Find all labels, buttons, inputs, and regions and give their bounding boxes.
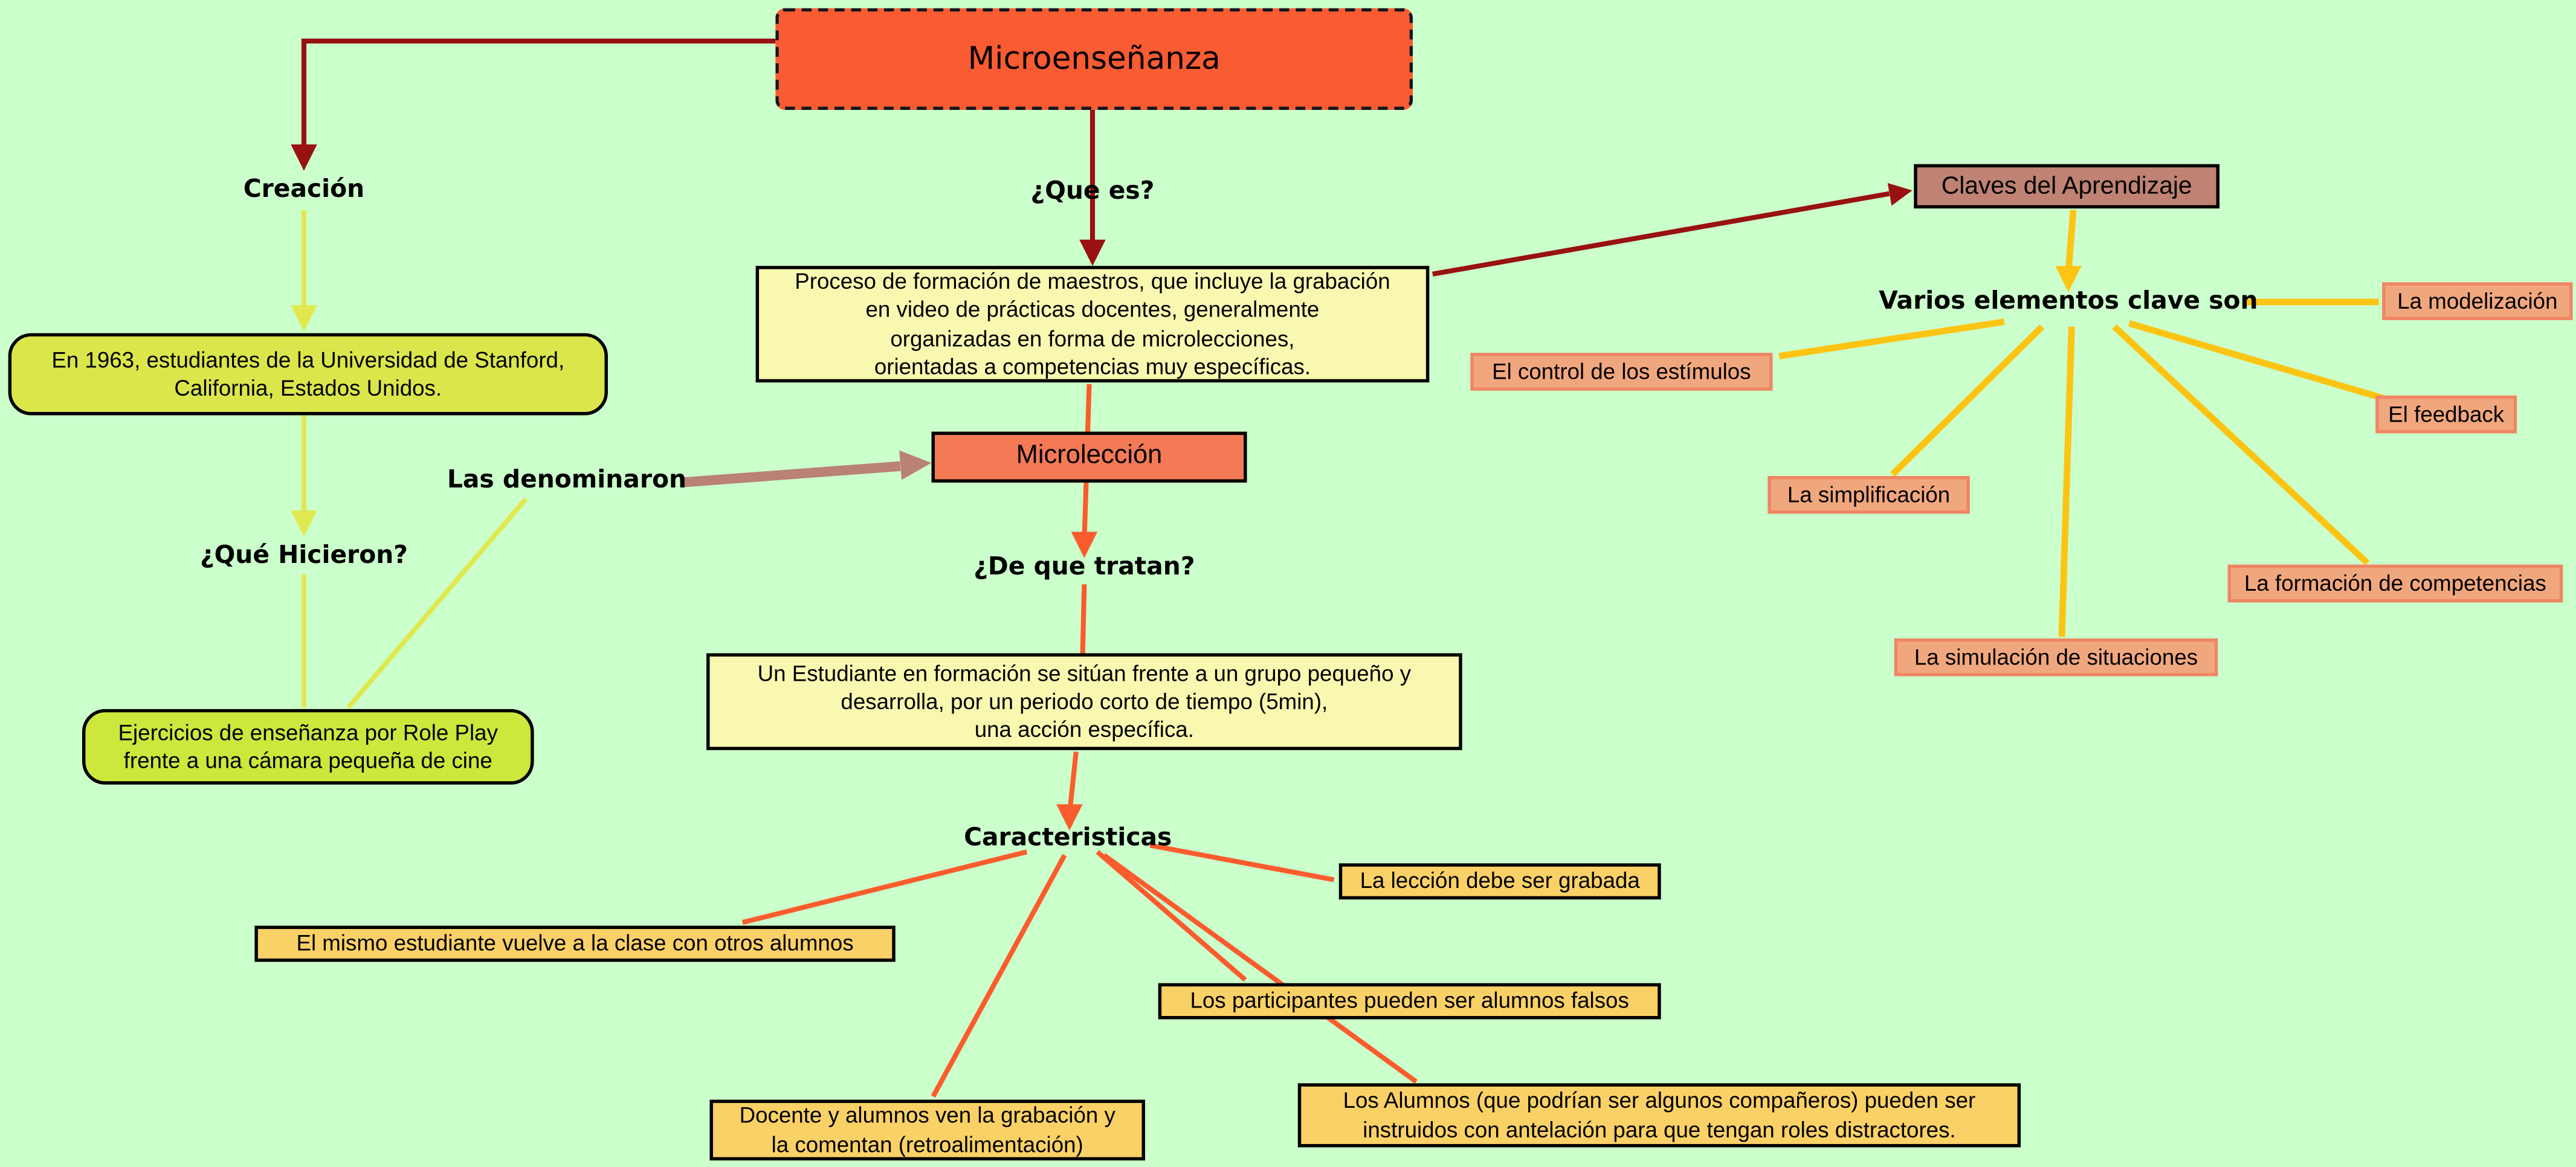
label-que-hicieron[interactable]: ¿Qué Hicieron?: [199, 539, 408, 570]
edge-title-to-creacion: [301, 38, 776, 151]
label-creacion[interactable]: Creación: [243, 174, 365, 204]
arrowhead-microleccion: [899, 450, 932, 480]
node-ejercicios-roleplay[interactable]: Ejercicios de enseñanza por Role Play fr…: [82, 709, 534, 785]
edge-varios-to-control: [1778, 318, 2005, 360]
node-proceso-definicion[interactable]: Proceso de formación de maestros, que in…: [755, 266, 1430, 383]
edge-varios-to-simulacion: [2058, 326, 2075, 637]
arrowhead-claves: [1887, 182, 1913, 206]
edge-caracteristicas-to-docente: [931, 854, 1067, 1098]
node-microensenanza-title[interactable]: Microenseñanza: [775, 8, 1413, 111]
edge-caracteristicas-to-mismo: [741, 849, 1028, 925]
label-las-denominaron[interactable]: Las denominaron: [447, 464, 687, 494]
label-caracteristicas[interactable]: Caracteristicas: [964, 822, 1172, 852]
node-claves-del-aprendizaje[interactable]: Claves del Aprendizaje: [1914, 164, 2220, 209]
arrowhead-dequetratan: [1071, 532, 1098, 558]
edge-dequetratan-to-estudiante: [1080, 584, 1087, 654]
edge-lasdenominaron-to-microleccion: [679, 461, 901, 488]
node-docente-retroalimentacion[interactable]: Docente y alumnos ven la grabación y la …: [709, 1099, 1145, 1161]
node-mismo-estudiante[interactable]: El mismo estudiante vuelve a la clase co…: [254, 925, 896, 962]
edge-caracteristicas-to-alumnos: [1102, 853, 1418, 1084]
edge-varios-to-simplificacion: [1890, 324, 2045, 477]
arrowhead-quehicieron: [291, 510, 317, 537]
node-leccion-grabada[interactable]: La lección debe ser grabada: [1338, 863, 1661, 900]
edge-caracteristicas-to-participantes: [1096, 850, 1247, 982]
node-el-feedback[interactable]: El feedback: [2375, 395, 2517, 434]
edge-lasdenominaron-to-roleplay: [346, 497, 528, 709]
edge-estudiante-to-caracteristicas: [1067, 751, 1079, 815]
node-formacion-competencias[interactable]: La formación de competencias: [2227, 564, 2563, 603]
edge-varios-to-feedback: [2128, 320, 2387, 402]
edge-proceso-to-claves: [1432, 191, 1890, 277]
node-control-estimulos[interactable]: El control de los estímulos: [1470, 353, 1773, 391]
node-simulacion-situaciones[interactable]: La simulación de situaciones: [1894, 638, 2218, 677]
label-varios-elementos[interactable]: Varios elementos clave son: [1879, 285, 2258, 315]
node-la-modelizacion[interactable]: La modelización: [2382, 282, 2573, 320]
node-estudiante-formacion[interactable]: Un Estudiante en formación se sitúan fre…: [706, 653, 1462, 750]
node-alumnos-instruidos[interactable]: Los Alumnos (que podrían ser algunos com…: [1297, 1083, 2021, 1148]
arrowhead-proceso: [1079, 239, 1106, 266]
edge-varios-to-formacion: [2112, 324, 2370, 566]
label-de-que-tratan[interactable]: ¿De que tratan?: [973, 551, 1195, 581]
edge-caracteristicas-to-grabada: [1149, 843, 1335, 882]
node-microleccion[interactable]: Microlección: [931, 431, 1247, 483]
node-la-simplificacion[interactable]: La simplificación: [1767, 476, 1970, 514]
arrowhead-caracteristicas: [1056, 804, 1083, 831]
arrowhead-stanford: [291, 305, 317, 332]
arrowhead-creacion: [291, 144, 317, 171]
node-participantes-falsos[interactable]: Los participantes pueden ser alumnos fal…: [1158, 983, 1661, 1020]
node-stanford-1963[interactable]: En 1963, estudiantes de la Universidad d…: [8, 333, 608, 416]
label-que-es[interactable]: ¿Que es?: [1030, 175, 1155, 205]
edge-claves-to-varios: [2065, 210, 2077, 273]
arrowhead-varios: [2055, 266, 2082, 292]
